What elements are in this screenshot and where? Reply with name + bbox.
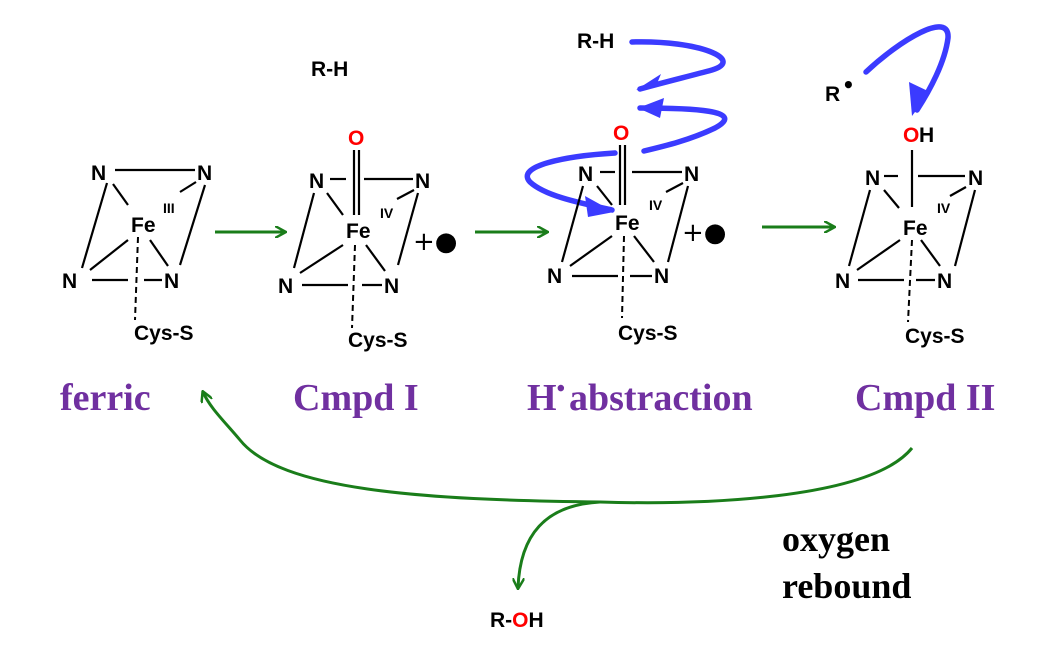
fe-atom: Fe: [346, 220, 371, 243]
stage-label-h-abstraction: H•abstraction: [527, 376, 753, 419]
cys-s-ligand: Cys-S: [905, 325, 965, 348]
n-atom: N: [547, 265, 562, 288]
arrowhead-icon: [585, 196, 614, 217]
n-atom: N: [654, 265, 669, 288]
rebound-label-line2: rebound: [782, 566, 911, 606]
cys-s-ligand: Cys-S: [134, 322, 194, 345]
stage-label-cmpd-2: Cmpd II: [855, 377, 995, 419]
oxidation-state: IV: [649, 197, 663, 213]
n-atom: N: [309, 170, 324, 193]
cys-s-ligand: Cys-S: [348, 329, 408, 352]
cmpd-2-complex: O H N N N N Fe IV Cys-S: [835, 124, 983, 348]
arrowhead-icon: [636, 74, 661, 90]
n-atom: N: [384, 275, 399, 298]
oxo-atom: O: [613, 122, 629, 145]
n-atom: N: [197, 162, 212, 185]
n-atom: N: [684, 163, 699, 186]
electron-flow-arrows: [524, 39, 728, 217]
radical-r: R: [825, 83, 840, 106]
product-roh: R-OH: [490, 609, 544, 632]
substrate-rh: R-H: [311, 58, 348, 81]
ferric-complex: N N N N Fe III Cys-S: [62, 162, 212, 345]
n-atom: N: [91, 162, 106, 185]
n-atom: N: [164, 270, 179, 293]
n-atom: N: [415, 170, 430, 193]
cys-s-ligand: Cys-S: [618, 322, 678, 345]
stage-label-cmpd-1: Cmpd I: [293, 377, 419, 419]
arrowhead-icon: [909, 82, 930, 116]
rebound-label-line1: oxygen: [782, 519, 890, 559]
oxidation-state: IV: [380, 205, 394, 221]
rebound-electron-arrow: [863, 24, 951, 116]
n-atom: N: [835, 270, 850, 293]
n-atom: N: [578, 163, 593, 186]
stage-label-ferric: ferric: [60, 377, 151, 419]
arrowhead-icon: [638, 98, 664, 118]
hydroxyl-h: H: [919, 124, 934, 147]
n-atom: N: [62, 270, 77, 293]
n-atom: N: [278, 275, 293, 298]
cmpd-1-complex: O N N N N Fe IV Cys-S +●: [278, 127, 457, 352]
radical-dot: •: [842, 73, 855, 97]
radical-cation: +●: [413, 227, 457, 257]
hydroxyl-o: O: [903, 124, 919, 147]
fe-atom: Fe: [903, 217, 928, 240]
rebound-arrow: [203, 392, 914, 588]
substrate-rh: R-H: [577, 30, 614, 53]
fe-atom: Fe: [615, 212, 640, 235]
oxidation-state: IV: [937, 200, 951, 216]
n-atom: N: [968, 167, 983, 190]
fe-atom: Fe: [131, 214, 156, 237]
n-atom: N: [937, 270, 952, 293]
n-atom: N: [865, 167, 880, 190]
h-abstraction-complex: O N N N N Fe IV Cys-S +●: [547, 122, 726, 345]
radical-cation: +●: [682, 218, 726, 248]
oxidation-state: III: [163, 200, 175, 216]
oxo-atom: O: [348, 127, 364, 150]
